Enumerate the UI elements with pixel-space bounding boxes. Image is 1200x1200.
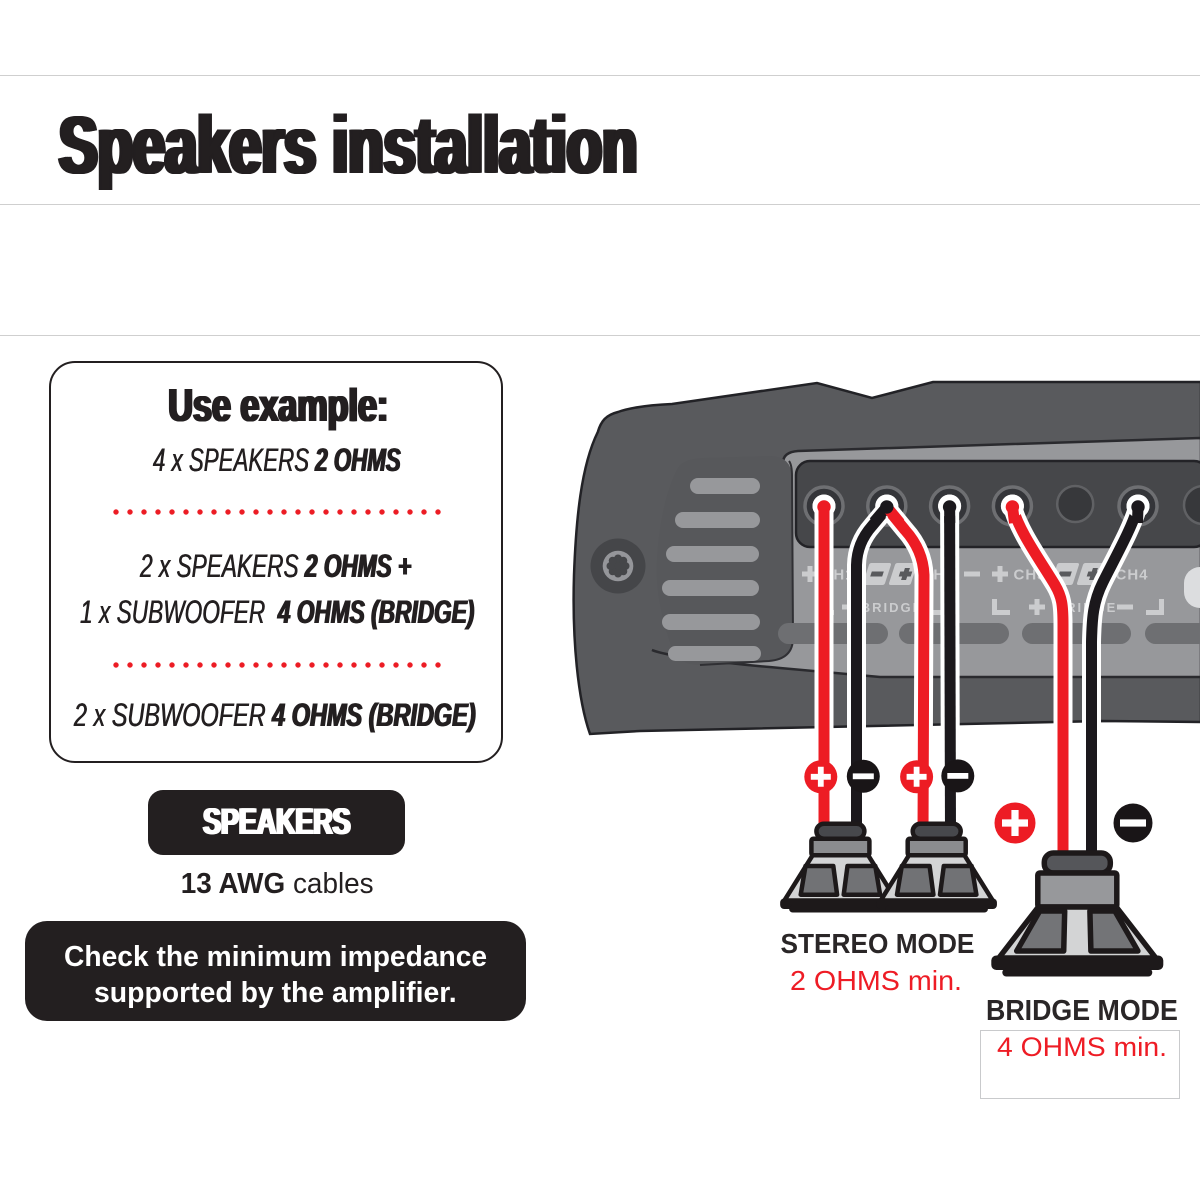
svg-text:CH4: CH4	[1115, 567, 1148, 584]
svg-text:BRIDGE: BRIDGE	[861, 600, 924, 615]
